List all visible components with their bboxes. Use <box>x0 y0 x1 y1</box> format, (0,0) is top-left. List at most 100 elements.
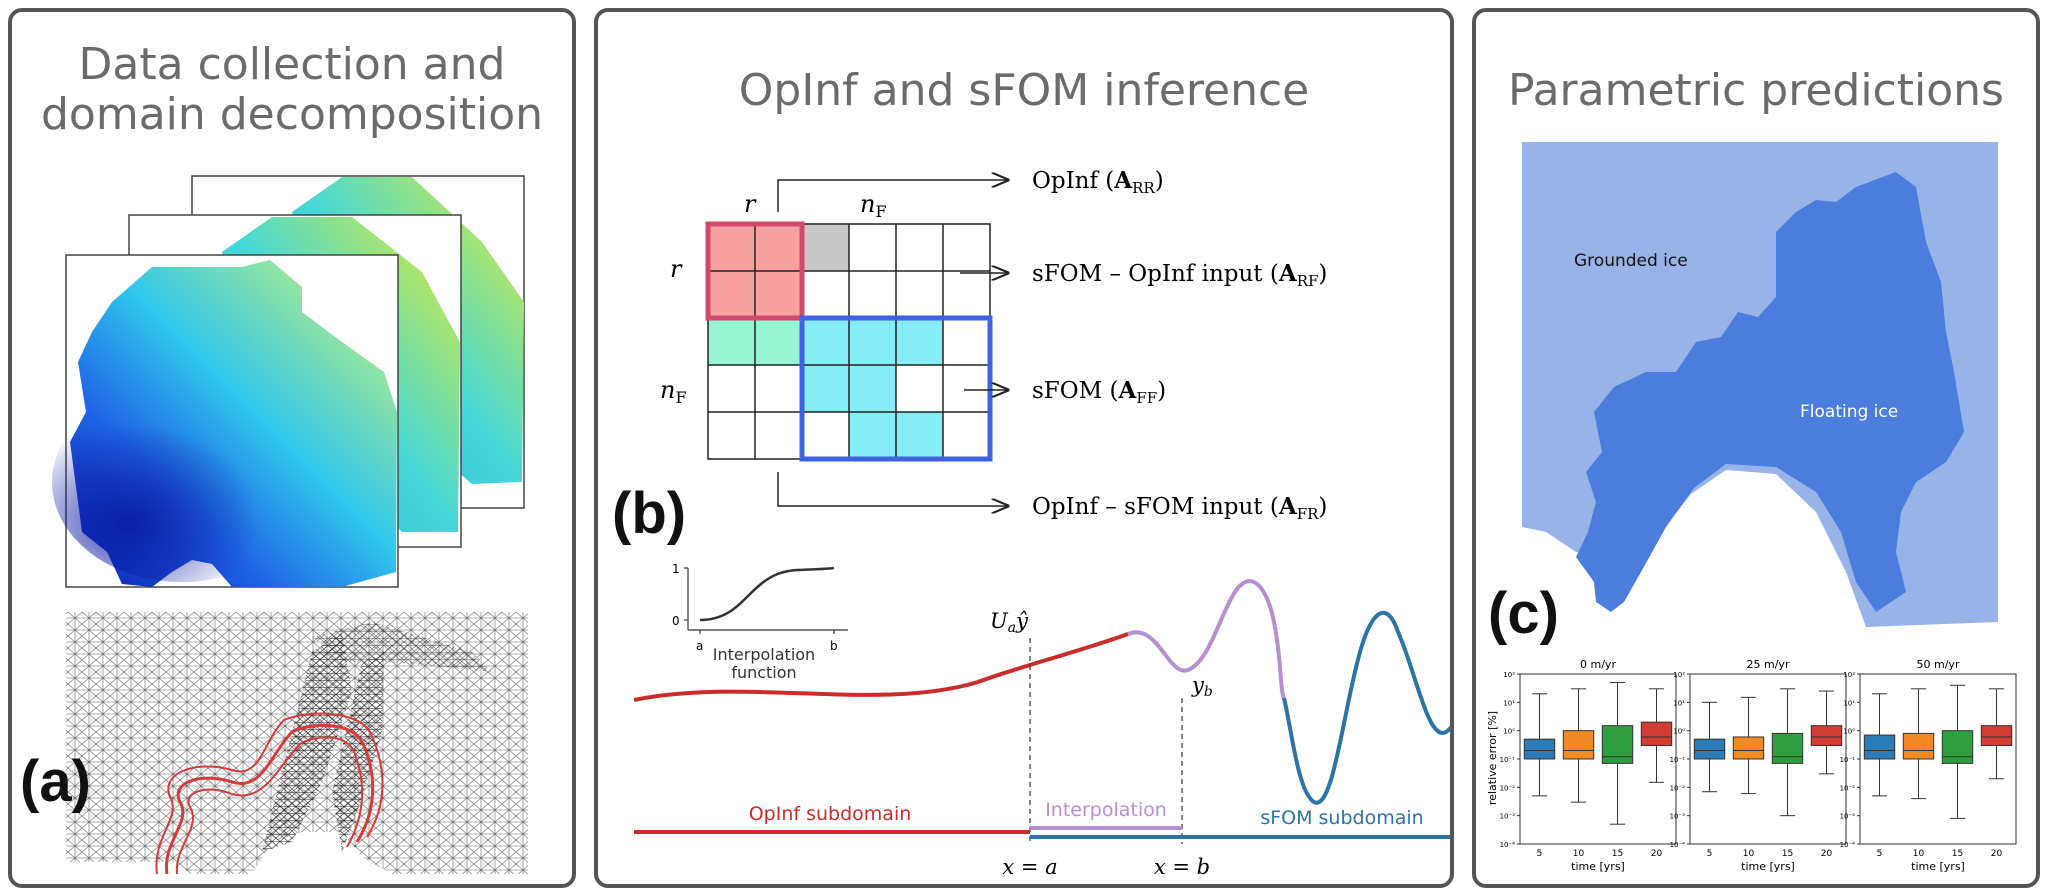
boxplot-ytick-label-0-1: 10¹ <box>1503 699 1515 707</box>
boxplot-ytick-label-2-6: 10⁻⁴ <box>1840 841 1856 849</box>
boxplot-ylabel: relative error [%] <box>1486 711 1499 805</box>
panel-a: Data collection and domain decomposition <box>8 8 576 888</box>
signal-left-label: Uaŷ <box>990 609 1029 636</box>
arrow-fr-label: OpInf – sFOM input (AFR) <box>1032 493 1327 523</box>
inset-xtick-a: a <box>696 639 703 653</box>
panel-a-letter: (a) <box>20 749 91 814</box>
boxplot-ytick-label-0-6: 10⁻⁴ <box>1500 841 1516 849</box>
boxplot-xtick-2-0: 5 <box>1877 849 1883 859</box>
matrix-col-nf-label: nF <box>860 190 887 221</box>
boxplot-ytick-label-1-6: 10⁻⁴ <box>1670 841 1686 849</box>
subdomain-label-interp: Interpolation <box>1045 799 1167 821</box>
boxplot-xtick-1-3: 20 <box>1821 849 1833 859</box>
boxplot-xtick-0-1: 10 <box>1573 849 1585 859</box>
snapshot-dark-region <box>52 382 312 582</box>
boxplot-xtick-2-3: 20 <box>1991 849 2003 859</box>
error-boxplots: relative error [%] 0 m/yr 10² 10¹ 10⁰ 10⁻¹ 10… <box>1486 658 2017 873</box>
box-0-0 <box>1523 738 1556 760</box>
boxplot-ytick-label-0-4: 10⁻² <box>1500 784 1516 792</box>
inset-ytick-0: 0 <box>672 614 680 628</box>
block-rf <box>802 224 849 271</box>
box-2-3 <box>1980 725 2013 746</box>
panel-c-title: Parametric predictions <box>1508 65 2004 116</box>
grounded-ice-label: Grounded ice <box>1574 251 1688 271</box>
boxplot-title-2: 50 m/yr <box>1917 658 1960 671</box>
box-1-1 <box>1732 736 1765 760</box>
box-2-0 <box>1863 734 1896 760</box>
boxplot-ytick-label-2-0: 10² <box>1843 671 1855 679</box>
panel-c-letter: (c) <box>1488 581 1559 646</box>
subdomain-label-opinf: OpInf subdomain <box>749 803 912 825</box>
panel-b-letter: (b) <box>612 481 687 546</box>
x-b-label: x = b <box>1154 855 1210 879</box>
boxplot-ytick-label-1-1: 10¹ <box>1673 699 1685 707</box>
block-ff-border <box>799 315 993 462</box>
box-0-1 <box>1562 730 1595 760</box>
signal-right-label: yb <box>1191 673 1213 700</box>
mesh-refined-band-2 <box>332 652 384 852</box>
boxplot-xtick-0-2: 15 <box>1612 849 1623 859</box>
panel-b: OpInf and sFOM inference r <box>594 8 1454 888</box>
snapshot-stack <box>52 175 528 875</box>
boxplot-ytick-label-1-2: 10⁰ <box>1673 728 1685 736</box>
boxplot-ytick-label-1-5: 10⁻³ <box>1670 813 1686 821</box>
x-a-label: x = a <box>1002 855 1057 879</box>
box-2-1 <box>1902 732 1935 760</box>
mesh-refined-band-1 <box>262 632 352 852</box>
mesh-refined-ridge <box>312 622 492 672</box>
arrow-rr <box>777 180 1008 212</box>
boxplot-ytick-label-2-5: 10⁻³ <box>1840 813 1856 821</box>
matrix-col-r-label: r <box>744 190 757 218</box>
mesh-interface-curve-2 <box>175 736 364 875</box>
panel-c: Parametric predictions Grounded ice Floa… <box>1472 8 2040 888</box>
subdomain-label-sfom: sFOM subdomain <box>1260 807 1423 829</box>
panel-b-title: OpInf and sFOM inference <box>738 65 1310 116</box>
ice-shelf-map: Grounded ice Floating ice <box>1522 142 1998 627</box>
block-rr-border <box>705 221 805 321</box>
boxplot-ytick-label-2-2: 10⁰ <box>1843 728 1855 736</box>
interpolation-inset: 1 0 a b Interpolation function <box>672 562 848 682</box>
boxplot-ytick-label-0-3: 10⁻¹ <box>1500 756 1516 764</box>
arrow-rf-label: sFOM – OpInf input (ARF) <box>1032 260 1327 290</box>
inset-xtick-b: b <box>830 639 838 653</box>
box-1-2 <box>1771 732 1804 764</box>
box-0-2 <box>1601 725 1634 764</box>
boxplot-ytick-label-2-1: 10¹ <box>1843 699 1855 707</box>
matrix-row-r-label: r <box>670 255 683 283</box>
boxplot-ytick-label-0-0: 10² <box>1503 671 1515 679</box>
floating-ice-label: Floating ice <box>1800 402 1898 422</box>
arrow-ff-label: sFOM (AFF) <box>1032 377 1166 407</box>
panel-a-title-line2: domain decomposition <box>40 89 544 140</box>
arrow-rr-label: OpInf (ARR) <box>1032 167 1164 197</box>
inset-label-line2: function <box>731 663 796 682</box>
boxplot-ytick-label-1-0: 10² <box>1673 671 1685 679</box>
boxplot-xlabel-0: time [yrs] <box>1571 860 1625 873</box>
interpolation-curve <box>699 566 835 622</box>
boxplot-title-1: 25 m/yr <box>1747 658 1790 671</box>
boxplot-xlabel-2: time [yrs] <box>1911 860 1965 873</box>
boxplot-xtick-1-2: 15 <box>1782 849 1793 859</box>
box-0-3 <box>1640 721 1673 746</box>
signal-interpolation <box>1127 579 1286 700</box>
boxplot-title-0: 0 m/yr <box>1580 658 1616 671</box>
floating-ice-region <box>1576 172 1964 612</box>
operator-matrix-diagram: r nF r nF OpInf (ARR) sFOM – OpInf input… <box>633 167 1450 879</box>
boxplot-xlabel-1: time [yrs] <box>1741 860 1795 873</box>
boxplot-ytick-label-2-3: 10⁻¹ <box>1840 756 1856 764</box>
inset-ytick-1: 1 <box>672 562 680 576</box>
boxplot-xtick-2-1: 10 <box>1913 849 1925 859</box>
mesh-interface-curve-1 <box>164 723 375 875</box>
box-1-3 <box>1810 725 1843 746</box>
panel-a-title-line1: Data collection and <box>78 39 506 90</box>
arrow-fr <box>777 472 1008 506</box>
inset-label-line1: Interpolation <box>713 645 815 664</box>
mesh-interface-curve-3 <box>155 712 384 875</box>
boxplot-xtick-0-3: 20 <box>1651 849 1663 859</box>
boxplot-xtick-2-2: 15 <box>1952 849 1963 859</box>
boxplot-ytick-label-1-4: 10⁻² <box>1670 784 1686 792</box>
box-1-0 <box>1693 738 1726 760</box>
boxplot-xtick-1-1: 10 <box>1743 849 1755 859</box>
boxplot-ytick-label-1-3: 10⁻¹ <box>1670 756 1686 764</box>
boxplot-ytick-label-0-5: 10⁻³ <box>1500 813 1516 821</box>
boxplot-xtick-1-0: 5 <box>1707 849 1713 859</box>
